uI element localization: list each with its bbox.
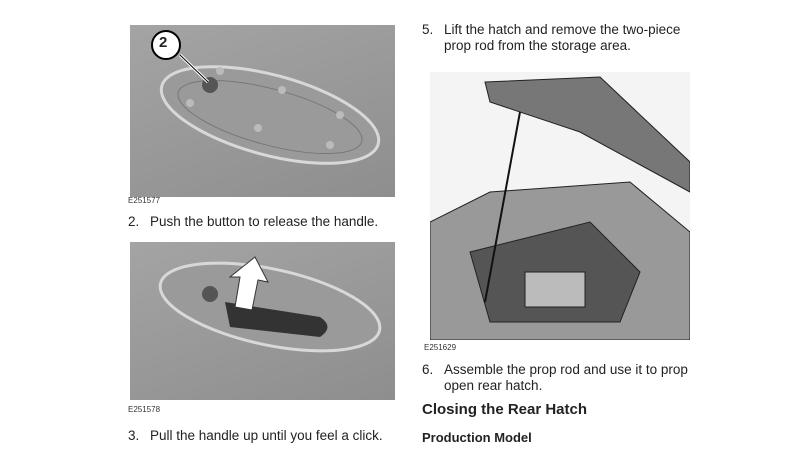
- step-number: 2.: [128, 214, 140, 229]
- step-2: 2. Push the button to release the handle.: [128, 214, 378, 230]
- step-text: Assemble the prop rod and use it to prop…: [444, 362, 688, 393]
- open-hatch-illustration: [429, 76, 691, 341]
- figure-button-release: 2: [130, 25, 395, 197]
- subsection-heading: Production Model: [422, 430, 532, 445]
- step-text: Lift the hatch and remove the two-piece …: [444, 22, 681, 53]
- section-heading: Closing the Rear Hatch: [422, 401, 588, 418]
- callout-label: 2: [159, 34, 168, 51]
- step-text: Pull the handle up until you feel a clic…: [150, 428, 383, 443]
- step-text: Push the button to release the handle.: [150, 214, 379, 229]
- prop-rod: [484, 111, 521, 303]
- figure-pull-handle: [130, 242, 395, 400]
- step-number: 6.: [422, 362, 434, 377]
- step-number: 3.: [128, 428, 140, 443]
- figure-open-hatch: [429, 72, 691, 341]
- figure-code: E251577: [128, 196, 161, 205]
- step-number: 5.: [422, 22, 434, 37]
- figure-code: E251578: [128, 405, 161, 414]
- step-3: 3. Pull the handle up until you feel a cl…: [128, 428, 383, 444]
- handle-pull-illustration: [158, 256, 382, 353]
- hatch-release-illustration: [151, 30, 381, 165]
- step-5: 5. Lift the hatch and remove the two-piec…: [422, 22, 702, 54]
- figure-code: E251629: [424, 343, 457, 352]
- step-6: 6. Assemble the prop rod and use it to pr…: [422, 362, 702, 394]
